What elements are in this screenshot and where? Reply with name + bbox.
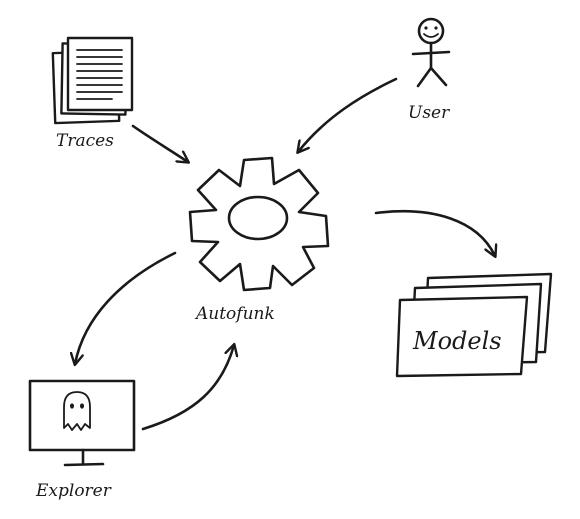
traces-label: Traces	[56, 131, 114, 151]
models-label: Models	[412, 327, 502, 355]
user-label: User	[408, 103, 450, 123]
explorer-icon	[28, 379, 136, 467]
explorer-label: Explorer	[35, 481, 112, 501]
traces-icon	[51, 36, 134, 125]
arrow-autofunk-to-models	[374, 209, 495, 256]
user-icon	[411, 17, 451, 88]
autofunk-gear-icon	[188, 156, 330, 292]
arrow-explorer-to-autofunk	[141, 345, 234, 431]
arrow-traces-to-autofunk	[131, 124, 188, 162]
arrow-autofunk-to-explorer	[75, 251, 177, 364]
autofunk-label: Autofunk	[194, 304, 275, 324]
arrow-user-to-autofunk	[298, 77, 398, 152]
models-icon	[395, 272, 553, 378]
